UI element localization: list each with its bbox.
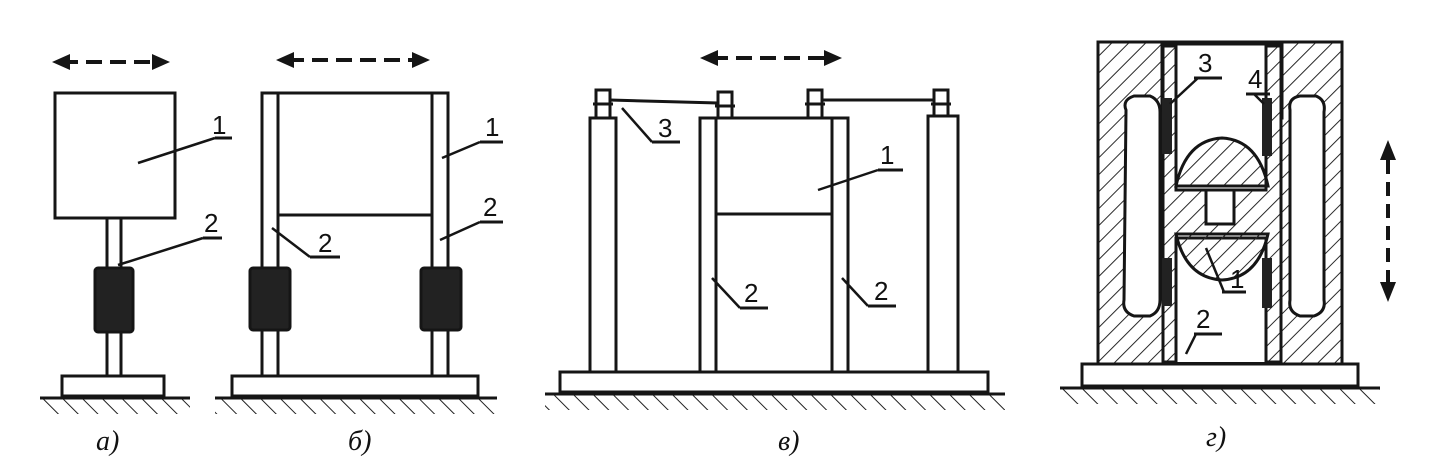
label-b-2-right: 2 <box>483 192 497 222</box>
panel-a: 1 2 а) <box>40 54 232 457</box>
label-v-2-right: 2 <box>874 276 888 306</box>
motion-arrow-a <box>52 54 170 70</box>
motion-arrow-g <box>1380 140 1396 302</box>
mass-block-a <box>53 91 177 220</box>
ground-b <box>215 398 497 414</box>
label-v-2-left: 2 <box>744 278 758 308</box>
rod-b-right <box>430 91 450 379</box>
rod-v-left <box>698 116 718 374</box>
label-g-1: 1 <box>1230 264 1244 294</box>
label-v-3: 3 <box>658 113 672 143</box>
sensor-g-3 <box>1162 258 1172 306</box>
caption-a: а) <box>96 426 119 457</box>
panel-g: 3 4 1 2 г) <box>1060 40 1396 453</box>
panel-v: 3 1 2 2 в) <box>545 50 1005 457</box>
ground-a <box>40 398 190 414</box>
ground-g <box>1060 388 1380 404</box>
label-a-2: 2 <box>204 208 218 238</box>
mass-lower-g <box>1174 232 1270 282</box>
sensor-a <box>93 266 135 334</box>
rod-v-right <box>830 116 850 374</box>
ground-v <box>545 394 1005 410</box>
mass-upper-g <box>1174 136 1270 188</box>
label-b-2-left: 2 <box>318 228 332 258</box>
post-v-right <box>926 114 960 374</box>
caption-b: б) <box>348 426 371 457</box>
sensor-g-4 <box>1262 258 1272 308</box>
base-g <box>1080 362 1360 388</box>
base-b <box>230 374 480 398</box>
tie-rod-v-left <box>609 98 719 105</box>
label-a-1: 1 <box>212 110 226 140</box>
sensor-g-1 <box>1162 98 1172 154</box>
label-g-2: 2 <box>1196 304 1210 334</box>
label-v-1: 1 <box>880 140 894 170</box>
caption-v: в) <box>778 426 799 457</box>
motion-arrow-b <box>276 52 430 68</box>
base-v <box>558 370 990 394</box>
sensor-g-2 <box>1262 98 1272 156</box>
caption-g: г) <box>1206 422 1226 453</box>
post-v-left <box>588 116 618 374</box>
label-b-1: 1 <box>485 112 499 142</box>
label-g-3: 3 <box>1198 48 1212 78</box>
panel-b: 1 2 2 б) <box>215 52 503 457</box>
label-g-4: 4 <box>1248 64 1262 94</box>
sensor-b-right <box>419 266 463 332</box>
rod-b-left <box>260 91 280 379</box>
motion-arrow-v <box>700 50 842 66</box>
base-a <box>60 374 166 398</box>
sensor-b-left <box>248 266 292 332</box>
